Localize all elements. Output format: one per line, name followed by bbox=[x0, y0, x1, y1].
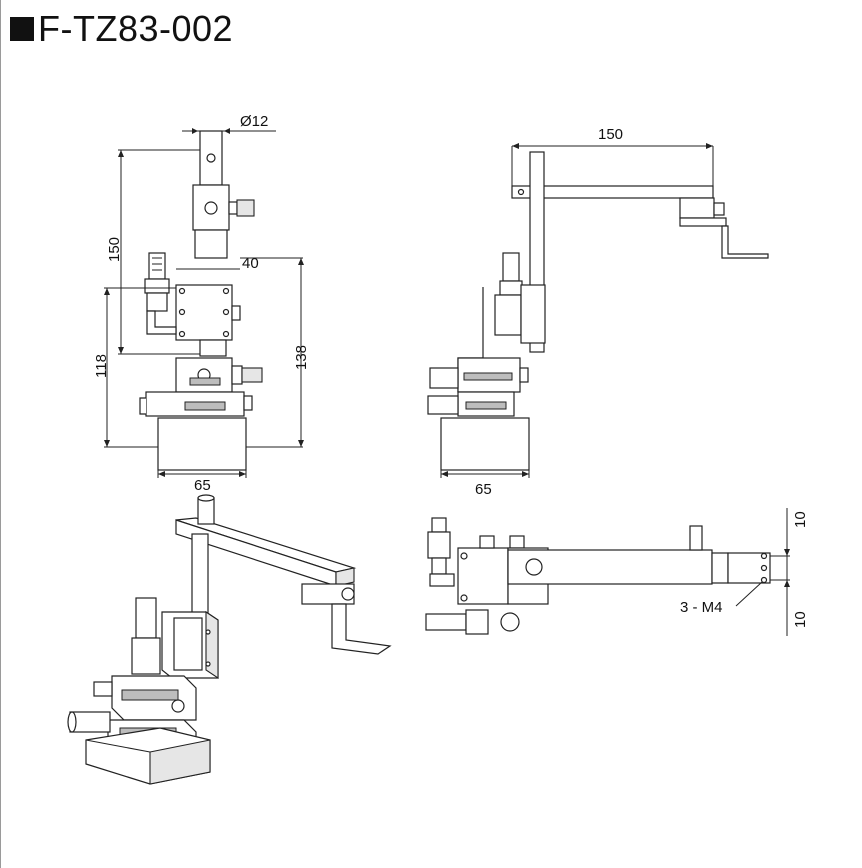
left-border bbox=[0, 0, 1, 868]
side-view: 150 65 bbox=[427, 126, 769, 498]
top-view: 10 10 3 - M4 bbox=[425, 508, 809, 636]
dim-mid-height: 118 bbox=[93, 354, 110, 378]
dim-total-height: 138 bbox=[293, 345, 310, 370]
dim-base-width: 65 bbox=[194, 477, 211, 494]
dim-arm-height: 150 bbox=[106, 237, 123, 262]
dim-diameter: Ø12 bbox=[240, 113, 268, 130]
dim-side-base-width: 65 bbox=[475, 481, 492, 498]
dim-arm-length: 150 bbox=[598, 126, 623, 143]
dim-stage-width: 40 bbox=[242, 255, 259, 272]
page-title: F-TZ83-002 bbox=[10, 8, 233, 50]
dim-top-offset-lower: 10 bbox=[792, 611, 809, 628]
black-square-icon bbox=[10, 17, 34, 41]
front-view: Ø12 150 40 138 bbox=[93, 113, 310, 494]
dim-top-offset-upper: 10 bbox=[792, 511, 809, 528]
isometric-view bbox=[67, 494, 392, 785]
title-text: F-TZ83-002 bbox=[38, 8, 234, 49]
label-holes: 3 - M4 bbox=[680, 599, 723, 616]
